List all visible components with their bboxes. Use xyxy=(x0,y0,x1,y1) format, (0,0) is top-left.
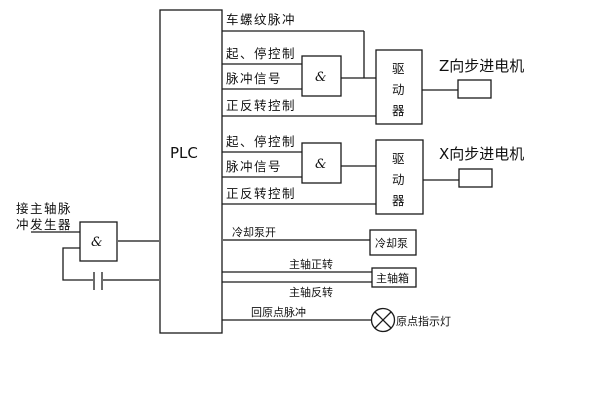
plc-box xyxy=(159,9,223,334)
x-pulse-label: 脉冲信号 xyxy=(226,159,282,174)
x-motor-box xyxy=(458,168,493,188)
z-driver-char-3: 器 xyxy=(392,103,406,118)
z-driver-box xyxy=(375,49,423,125)
coolant-pump-box xyxy=(369,229,417,256)
home-lamp-label: 原点指示灯 xyxy=(396,314,451,328)
capacitor-icon xyxy=(93,272,103,290)
x-motor-label: X向步进电机 xyxy=(439,145,524,163)
z-pulse-label: 脉冲信号 xyxy=(226,71,282,86)
plc-label: PLC xyxy=(170,144,198,162)
x-driver-char-2: 动 xyxy=(392,172,406,187)
x-direction-label: 正反转控制 xyxy=(226,186,296,201)
feedback-wire xyxy=(62,247,93,281)
spindle-box-label: 主轴箱 xyxy=(376,271,409,285)
x-start-stop-label: 起、停控制 xyxy=(226,134,296,149)
input-and-symbol: & xyxy=(91,235,103,250)
input-label-line2: 冲发生器 xyxy=(16,217,72,232)
input-and-gate xyxy=(79,221,118,262)
z-driver-char-2: 动 xyxy=(392,82,406,97)
z-motor-box xyxy=(457,79,492,99)
x-driver-char-1: 驱 xyxy=(392,151,406,166)
x-driver-box xyxy=(375,139,424,215)
coolant-pump-label: 冷却泵 xyxy=(375,237,408,250)
input-label-line1: 接主轴脉 xyxy=(16,201,72,216)
z-motor-label: Z向步进电机 xyxy=(439,57,524,75)
x-driver-char-3: 器 xyxy=(392,193,406,208)
z-driver-char-1: 驱 xyxy=(392,61,406,76)
spindle-box xyxy=(371,267,417,288)
spindle-forward-label: 主轴正转 xyxy=(289,257,333,271)
home-pulse-label: 回原点脉冲 xyxy=(251,305,306,319)
x-and-symbol: & xyxy=(315,157,327,172)
lamp-icon xyxy=(370,307,396,333)
thread-pulse-label: 车螺纹脉冲 xyxy=(226,12,296,27)
z-and-symbol: & xyxy=(315,70,327,85)
z-and-gate xyxy=(301,55,342,97)
x-and-gate xyxy=(301,142,342,184)
z-direction-label: 正反转控制 xyxy=(226,98,296,113)
spindle-reverse-label: 主轴反转 xyxy=(289,285,333,299)
coolant-on-label: 冷却泵开 xyxy=(232,226,276,239)
z-start-stop-label: 起、停控制 xyxy=(226,46,296,61)
